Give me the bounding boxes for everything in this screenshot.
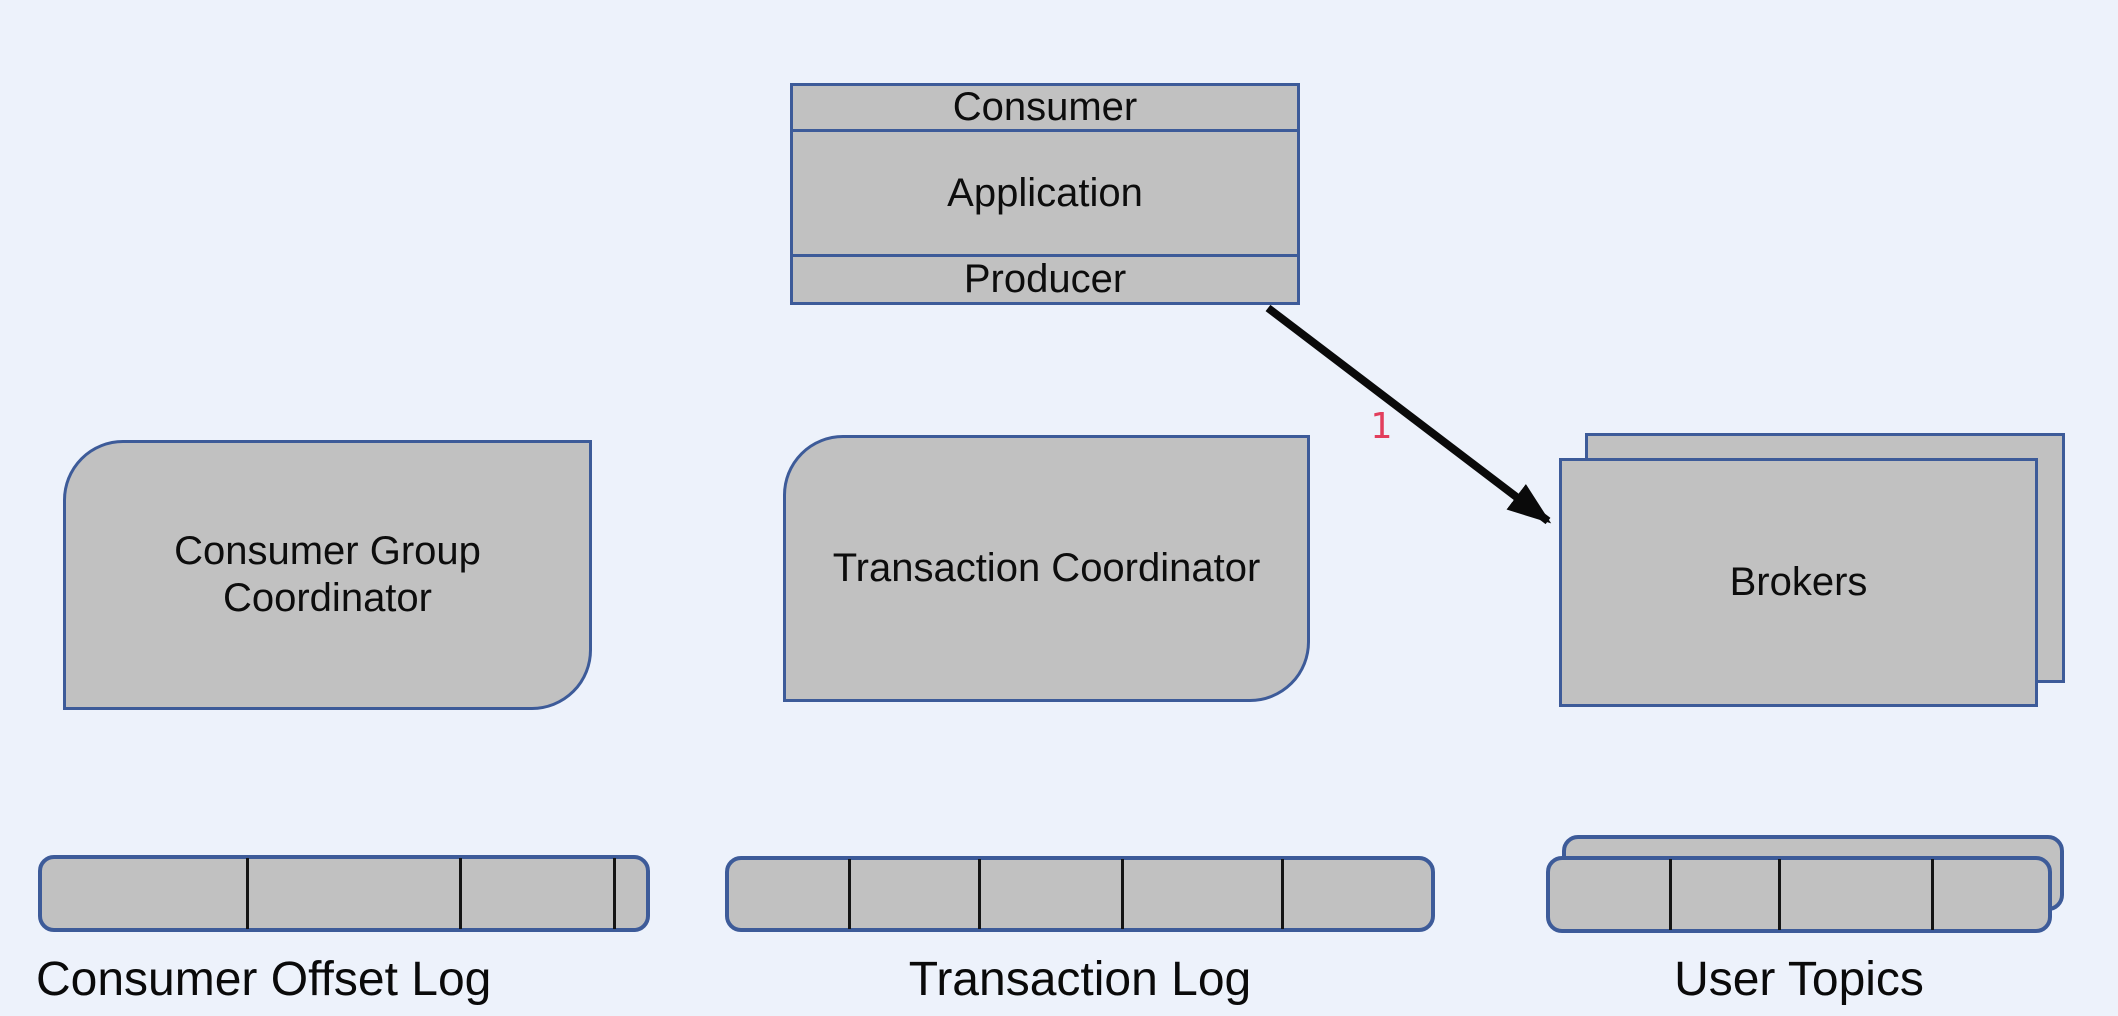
transaction-log-label: Transaction Log: [908, 953, 1252, 1006]
consumer-group-coordinator-node: Consumer Group Coordinator: [63, 440, 592, 710]
partition-divider: [1930, 859, 1934, 930]
application-band: Application: [793, 132, 1297, 257]
producer-band: Producer: [963, 257, 1127, 301]
partition-divider: [246, 858, 250, 929]
partition-divider: [458, 858, 462, 929]
arrow-step-1-label: 1: [1370, 406, 1392, 447]
transaction-log-bar: [725, 856, 1435, 932]
partition-divider: [1281, 859, 1285, 929]
user-topics-label: User Topics: [1674, 953, 1924, 1006]
consumer-band: Consumer: [793, 85, 1297, 132]
partition-divider: [1669, 859, 1673, 930]
transaction-coordinator-label: Transaction Coordinator: [832, 545, 1261, 590]
brokers-label: Brokers: [1729, 560, 1868, 604]
transaction-coordinator-node: Transaction Coordinator: [783, 435, 1310, 702]
partition-divider: [1121, 859, 1125, 929]
partition-divider: [613, 858, 617, 929]
user-topics-log-bar: [1546, 856, 2052, 933]
consumer-offset-log-bar: [38, 855, 650, 932]
application-stack-node: Consumer Application Producer: [790, 83, 1300, 305]
consumer-group-coordinator-label: Consumer Group Coordinator: [174, 528, 481, 620]
partition-divider: [1777, 859, 1781, 930]
consumer-offset-log-label: Consumer Offset Log: [36, 953, 492, 1006]
partition-divider: [977, 859, 981, 929]
partition-divider: [848, 859, 852, 929]
brokers-node: Brokers: [1559, 458, 2038, 707]
